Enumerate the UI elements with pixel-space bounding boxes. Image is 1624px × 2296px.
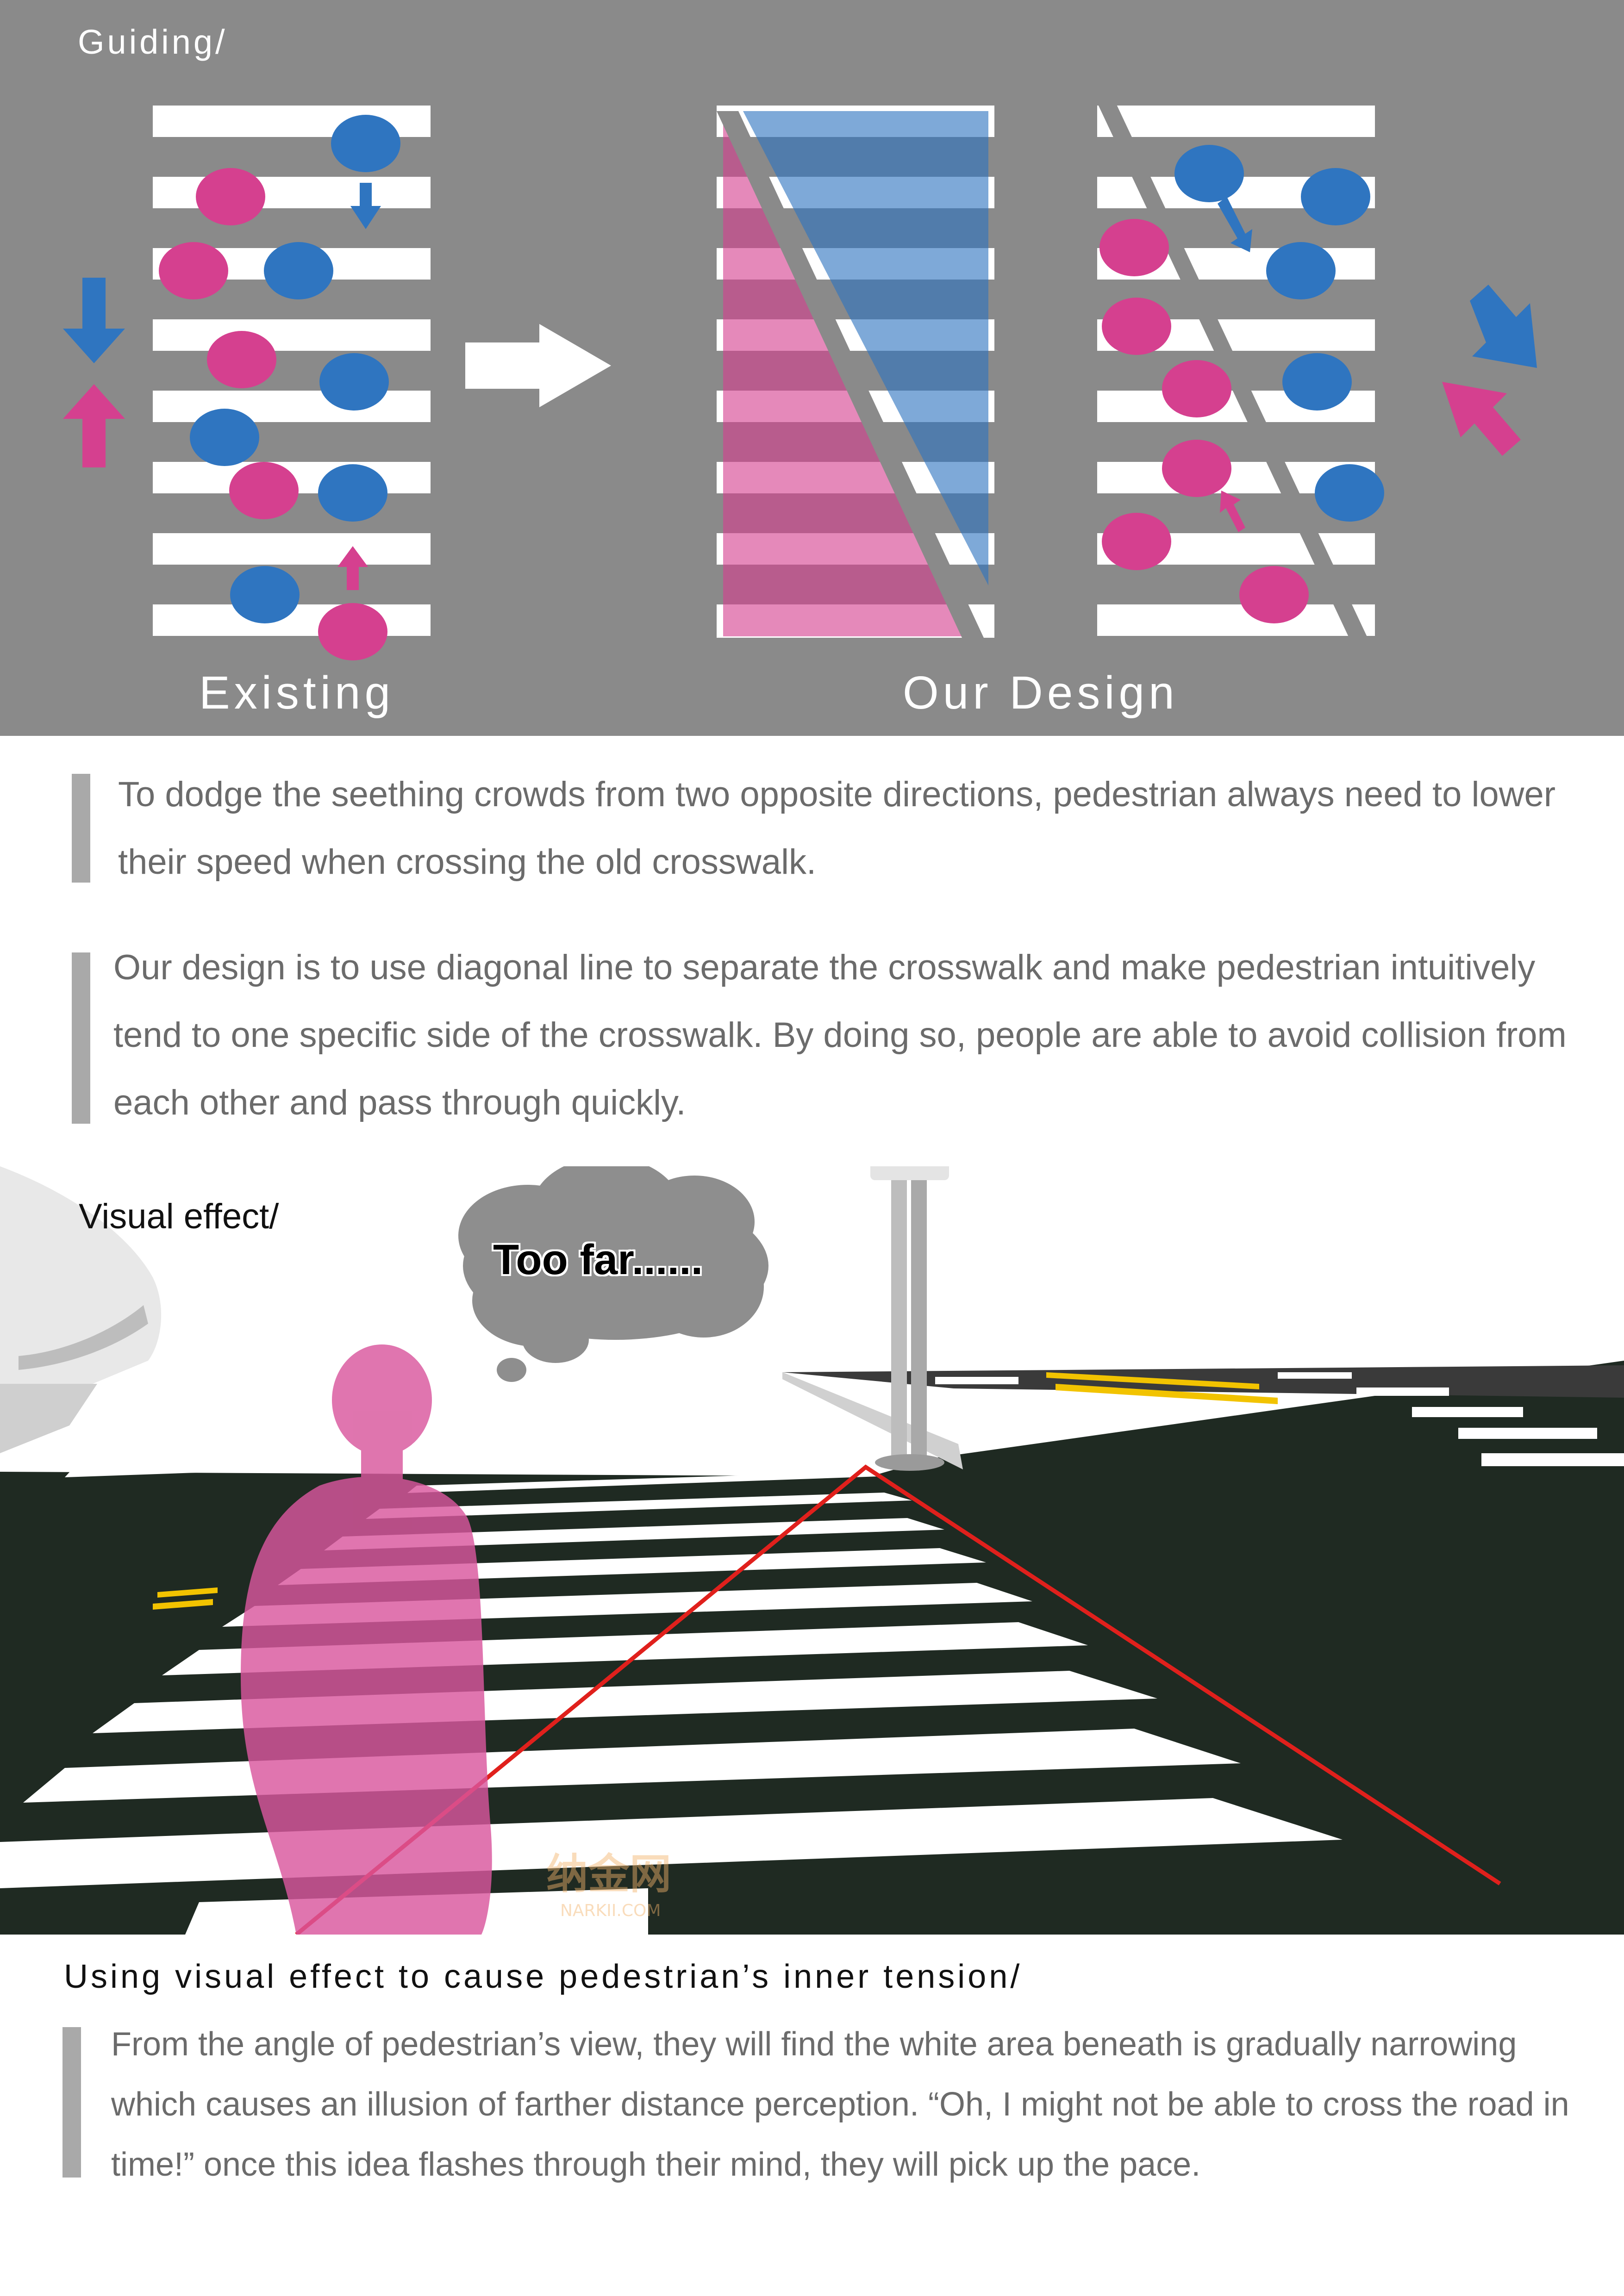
paragraph-block-1: To dodge the seething crowds from two op… — [72, 774, 1581, 885]
paragraph-bar — [72, 952, 90, 1124]
paragraph-text: To dodge the seething crowds from two op… — [118, 775, 1556, 882]
section-title-visual-effect: Visual effect/ — [79, 1197, 279, 1236]
guiding-panel: Guiding/ Existing Our Design — [0, 0, 1624, 736]
arrow-down-icon — [63, 278, 125, 363]
thought-bubble-icon — [458, 1166, 768, 1382]
car — [0, 1166, 162, 1453]
arrow-up-icon — [1442, 382, 1521, 456]
arrow-right-icon — [465, 324, 611, 407]
paragraph-block-2: Our design is to use diagonal line to se… — [72, 948, 1581, 1128]
paragraph-block-3: From the angle of pedestrian’s view, the… — [62, 2026, 1586, 2183]
pedestrian-silhouette — [241, 1344, 492, 1935]
our-design-label: Our Design — [903, 667, 1179, 719]
existing-pedestrians — [159, 115, 400, 660]
arrow-up-icon — [63, 384, 125, 467]
svg-text:纳金网: 纳金网 — [546, 1850, 671, 1898]
arrow-up-icon — [337, 546, 368, 590]
lamp-post — [870, 1166, 949, 1471]
guiding-diagram — [63, 103, 1537, 660]
visual-effect-scene: 纳金网 NARKII.COM Too far...... — [0, 1166, 1624, 1935]
design-crosswalk-people — [1097, 103, 1384, 639]
paragraph-text: From the angle of pedestrian’s view, the… — [111, 2026, 1569, 2183]
far-markings — [935, 1372, 1624, 1466]
existing-label: Existing — [199, 667, 395, 719]
paragraph-text: Our design is to use diagonal line to se… — [113, 948, 1567, 1122]
svg-text:NARKII.COM: NARKII.COM — [560, 1901, 661, 1920]
paragraph-bar — [62, 2027, 81, 2178]
section-title-tension: Using visual effect to cause pedestrian’… — [64, 1958, 1023, 1995]
thought-bubble-text: Too far...... — [493, 1236, 703, 1283]
watermark: 纳金网 NARKII.COM — [546, 1850, 671, 1920]
existing-crosswalk — [153, 106, 431, 636]
street-illustration: 纳金网 NARKII.COM — [0, 1166, 1624, 1935]
section-title-guiding: Guiding/ — [78, 23, 228, 61]
design-crosswalk-zones — [717, 106, 994, 638]
arrow-down-icon — [1470, 285, 1537, 368]
paragraph-bar — [72, 774, 90, 883]
arrow-down-icon — [350, 183, 381, 229]
